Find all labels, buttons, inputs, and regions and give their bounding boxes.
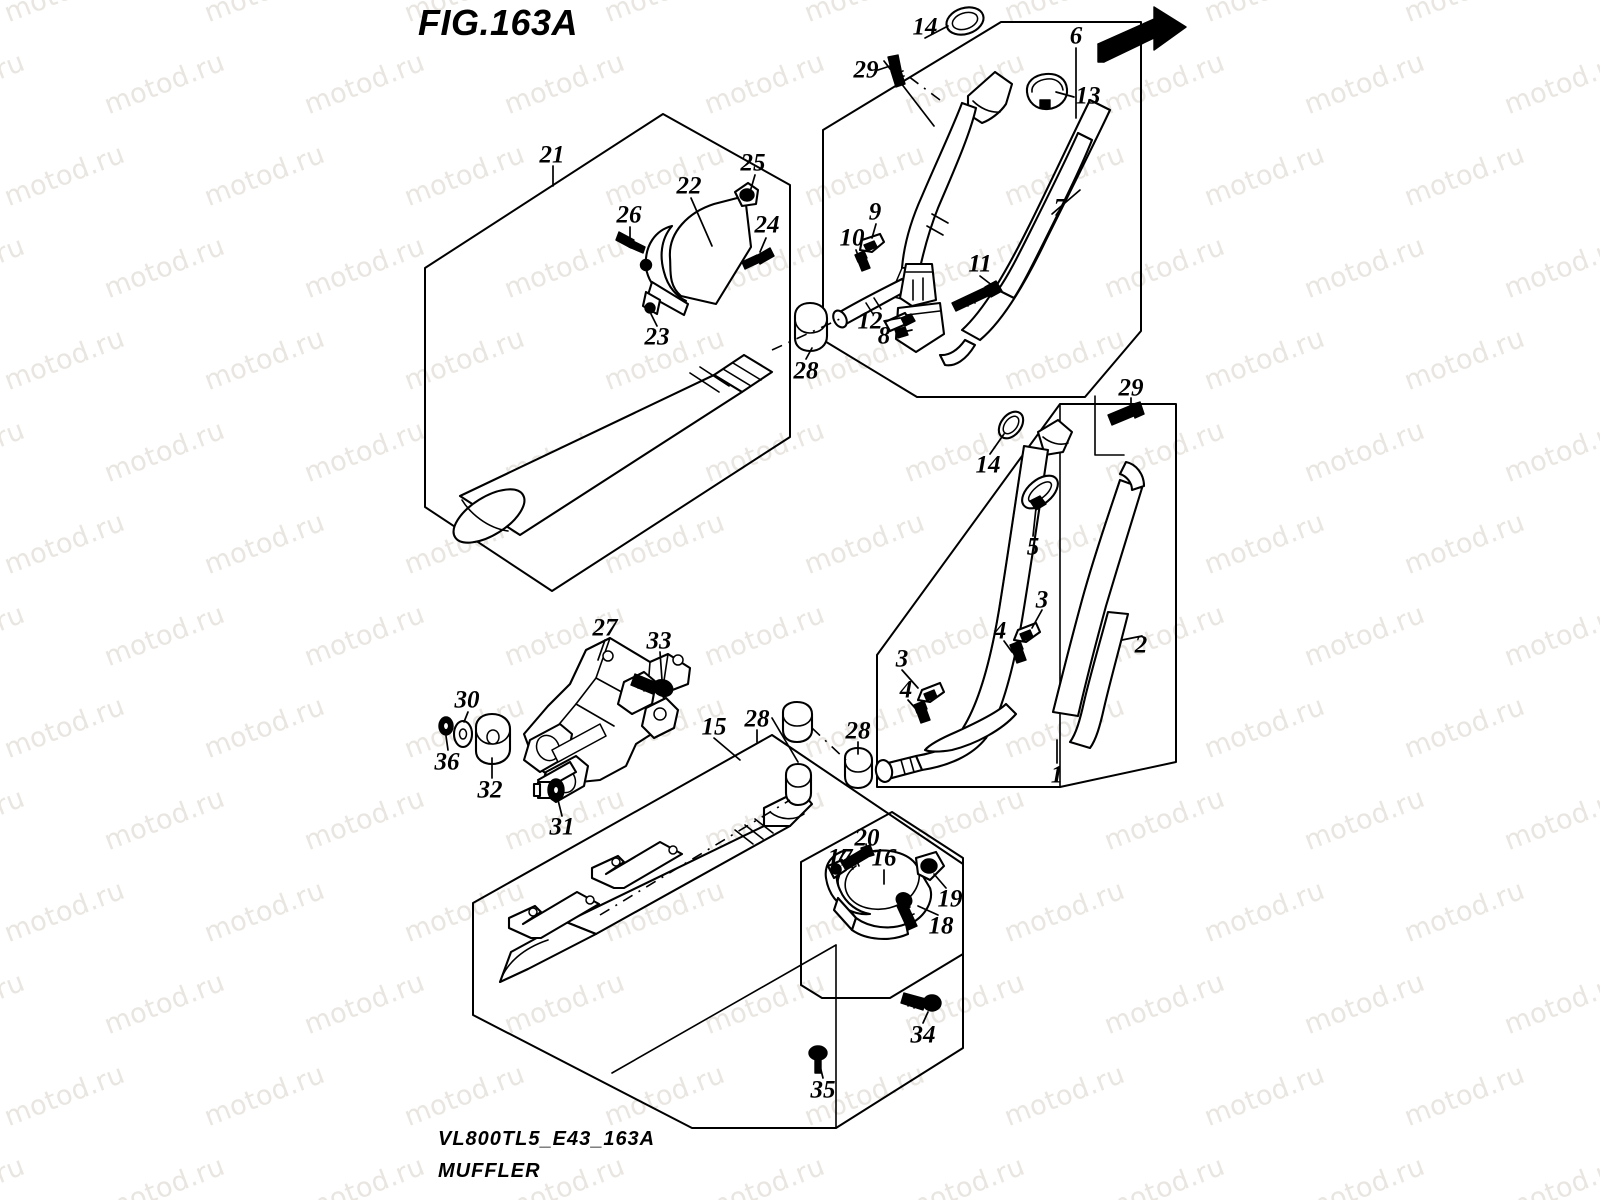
bushing-28-upper	[793, 301, 829, 353]
bolt-4-lower	[913, 700, 931, 724]
bushing-28-lower-left	[781, 700, 814, 744]
bolt-11	[951, 280, 1003, 312]
front-exhaust-pipe-panel	[822, 21, 1142, 398]
muffler-body-21	[452, 353, 774, 544]
bolt-4-upper	[1009, 640, 1027, 664]
rear-muffler-body-15	[498, 762, 814, 984]
rear-exhaust-pipe-1	[874, 418, 1074, 783]
muffler-assembly-panel	[424, 113, 791, 592]
bolt-33	[630, 673, 674, 698]
bolt-34	[900, 992, 942, 1012]
bracket-3-lower	[916, 681, 946, 704]
clamp-5	[1021, 474, 1059, 511]
nut-36	[438, 716, 454, 736]
assembly-centerlines	[599, 75, 941, 916]
heat-shield-22	[639, 181, 760, 317]
bushing-28-lower-right	[843, 746, 874, 790]
fwd-arrow-icon	[1097, 6, 1187, 63]
bracket-3-upper	[1012, 621, 1042, 644]
screw-35	[808, 1045, 828, 1074]
washer-30	[452, 719, 474, 749]
bolt-29-mid	[1107, 401, 1145, 426]
front-exhaust-pipe-6	[832, 70, 1014, 354]
muffler-clamp-panel	[800, 811, 964, 999]
bolt-18	[895, 892, 918, 931]
rear-muffler-panel	[472, 734, 964, 1129]
bolt-29-top	[887, 54, 906, 88]
bracket-9	[858, 232, 886, 254]
bolt-26	[615, 231, 646, 254]
bushing-32	[474, 712, 512, 766]
muffler-bracket-27	[522, 636, 692, 804]
bolt-24	[741, 247, 775, 270]
rear-pipe-2	[1051, 460, 1146, 750]
clamp-13	[1025, 72, 1069, 111]
gasket-14-mid	[997, 410, 1025, 440]
bolt-31	[532, 778, 565, 802]
leader-lines	[445, 25, 1143, 1079]
